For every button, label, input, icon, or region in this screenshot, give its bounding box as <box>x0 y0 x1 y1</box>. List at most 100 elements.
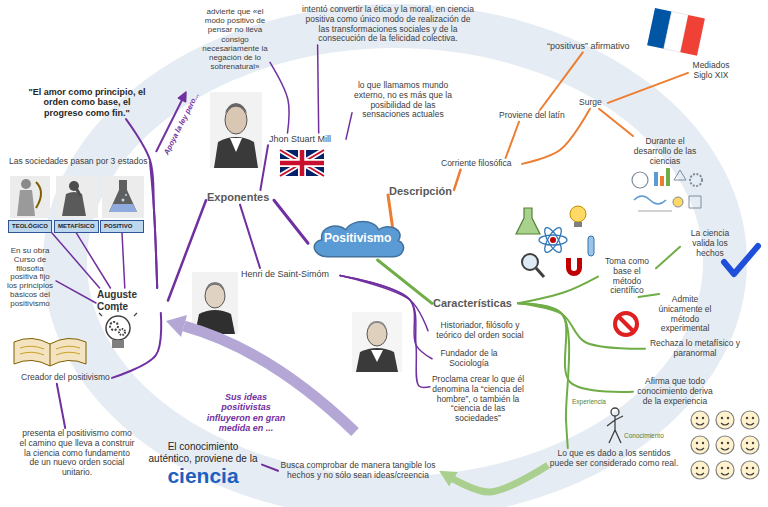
portrait-saint-simon-2 <box>367 322 387 346</box>
connector <box>126 119 157 288</box>
uk-flag <box>280 150 324 176</box>
science-doodle <box>638 211 672 212</box>
positive-flask <box>109 204 137 212</box>
science-doodle <box>654 172 658 186</box>
detail-text-text: Las sociedades pasan por 3 estados <box>9 157 149 167</box>
science-icons <box>522 254 538 270</box>
detail-text-text: Creador del positivismo <box>21 373 111 383</box>
positive-flask <box>109 180 137 212</box>
science-icons <box>516 206 594 277</box>
connector <box>340 275 432 358</box>
portrait-saint-simon <box>192 272 238 334</box>
emoji-faces <box>691 461 709 479</box>
science-doodle <box>660 176 664 186</box>
emoji-faces <box>741 436 759 454</box>
portrait-mill <box>225 106 247 134</box>
prohibition-sign <box>615 313 637 335</box>
detail-text-text: Historiador, filósofo y teórico del orde… <box>429 321 531 341</box>
emoji-faces <box>716 411 734 429</box>
science-icons <box>516 208 540 234</box>
science-doodle <box>634 196 666 204</box>
person-name: Auguste Comte <box>96 288 168 313</box>
check-mark <box>724 246 758 274</box>
subtopic: Toma como base el método científico <box>598 256 656 297</box>
lightbulb-gears <box>119 329 125 335</box>
support-arrow <box>178 92 186 102</box>
detail-text: Durante el desarrollo de las ciencias <box>625 136 705 167</box>
subtopic-text: Afirma que todo conocimiento deriva de l… <box>634 377 716 406</box>
cloud-shape <box>314 222 403 257</box>
connector <box>656 247 680 269</box>
portrait-saint-simon-2 <box>356 348 398 372</box>
portrait-saint-simon-2 <box>352 312 402 372</box>
person-figure <box>611 408 619 416</box>
connector <box>599 109 633 136</box>
detail-text: Proclama crear lo que él denomina la “ci… <box>430 374 526 425</box>
subtopic-text: Proviene del latín <box>499 111 567 121</box>
branch-topic: Características <box>432 296 518 311</box>
detail-text: En su obra Curso de filosofía positiva f… <box>4 246 56 310</box>
stage-box: POSITIVO <box>100 220 144 233</box>
portrait-mill <box>230 138 242 152</box>
subtopic-text: Rechaza lo metafísico y paranormal <box>646 339 744 359</box>
branch-topic: Exponentes <box>206 190 274 205</box>
emoji-faces <box>691 436 709 454</box>
detail-text: lo que llamamos mundo externo, no es más… <box>352 80 454 121</box>
connector <box>260 145 268 190</box>
portrait-mill <box>214 137 258 168</box>
branch-topic: Descripción <box>388 184 454 199</box>
connector <box>388 195 392 226</box>
detail-text-text: Proclama crear lo que él denomina la “ci… <box>431 375 525 424</box>
uk-flag <box>280 150 324 176</box>
connector <box>518 303 645 348</box>
connector <box>240 205 260 268</box>
arrow-label: Sus ideas positivistas influyeron en gra… <box>200 392 292 433</box>
book-picture <box>20 346 80 355</box>
science-icons <box>539 235 567 245</box>
detail-text-text: advierte que «el modo positivo de pensar… <box>201 7 269 71</box>
science-icons <box>536 268 544 277</box>
subtopic: Proviene del latín <box>498 110 568 122</box>
connector <box>57 384 65 428</box>
emoji-faces <box>691 411 759 479</box>
science-doodle <box>666 168 670 186</box>
connector <box>346 113 352 139</box>
connector <box>540 52 583 110</box>
portrait-mill <box>225 103 247 114</box>
positive-flask <box>102 176 144 218</box>
emoji-faces <box>741 461 759 479</box>
connector <box>518 277 598 304</box>
person-name-text: Auguste Comte <box>97 289 167 312</box>
branch-topic-text: Exponentes <box>207 191 273 204</box>
connector <box>112 313 161 378</box>
science-icons <box>566 258 582 276</box>
connector <box>56 281 96 303</box>
theological-statue <box>10 176 50 218</box>
connector <box>340 275 430 387</box>
science-icons <box>542 225 565 254</box>
connector <box>150 162 157 288</box>
lightbulb-gears <box>110 322 118 330</box>
science-icons <box>542 225 565 254</box>
subtopic-text: Corriente filosófica <box>441 159 521 169</box>
portrait-saint-simon <box>192 272 238 334</box>
science-icons <box>588 236 594 256</box>
detail-text-text: presenta el positivismo como el camino q… <box>19 429 135 478</box>
science-doodle <box>632 168 702 211</box>
emoji-faces <box>691 411 709 429</box>
person-figure <box>607 416 623 443</box>
connector <box>262 465 278 471</box>
science-doodle <box>673 197 683 207</box>
detail-text-text: Busca comprobar de manera tangible los h… <box>279 461 437 481</box>
theological-statue <box>36 182 41 208</box>
portrait-saint-simon <box>205 282 225 292</box>
branch-topic-text: Características <box>433 297 517 310</box>
science-icons <box>574 222 582 227</box>
france-flag <box>647 8 705 56</box>
check-mark <box>724 246 758 274</box>
detail-text-text: Fundador de la Sociología <box>433 349 505 369</box>
detail-text-text: Mediados Siglo XIX <box>689 61 733 81</box>
detail-text: Busca comprobar de manera tangible los h… <box>278 460 438 482</box>
quote-text-text: "El amor como principio, el orden como b… <box>23 87 151 118</box>
